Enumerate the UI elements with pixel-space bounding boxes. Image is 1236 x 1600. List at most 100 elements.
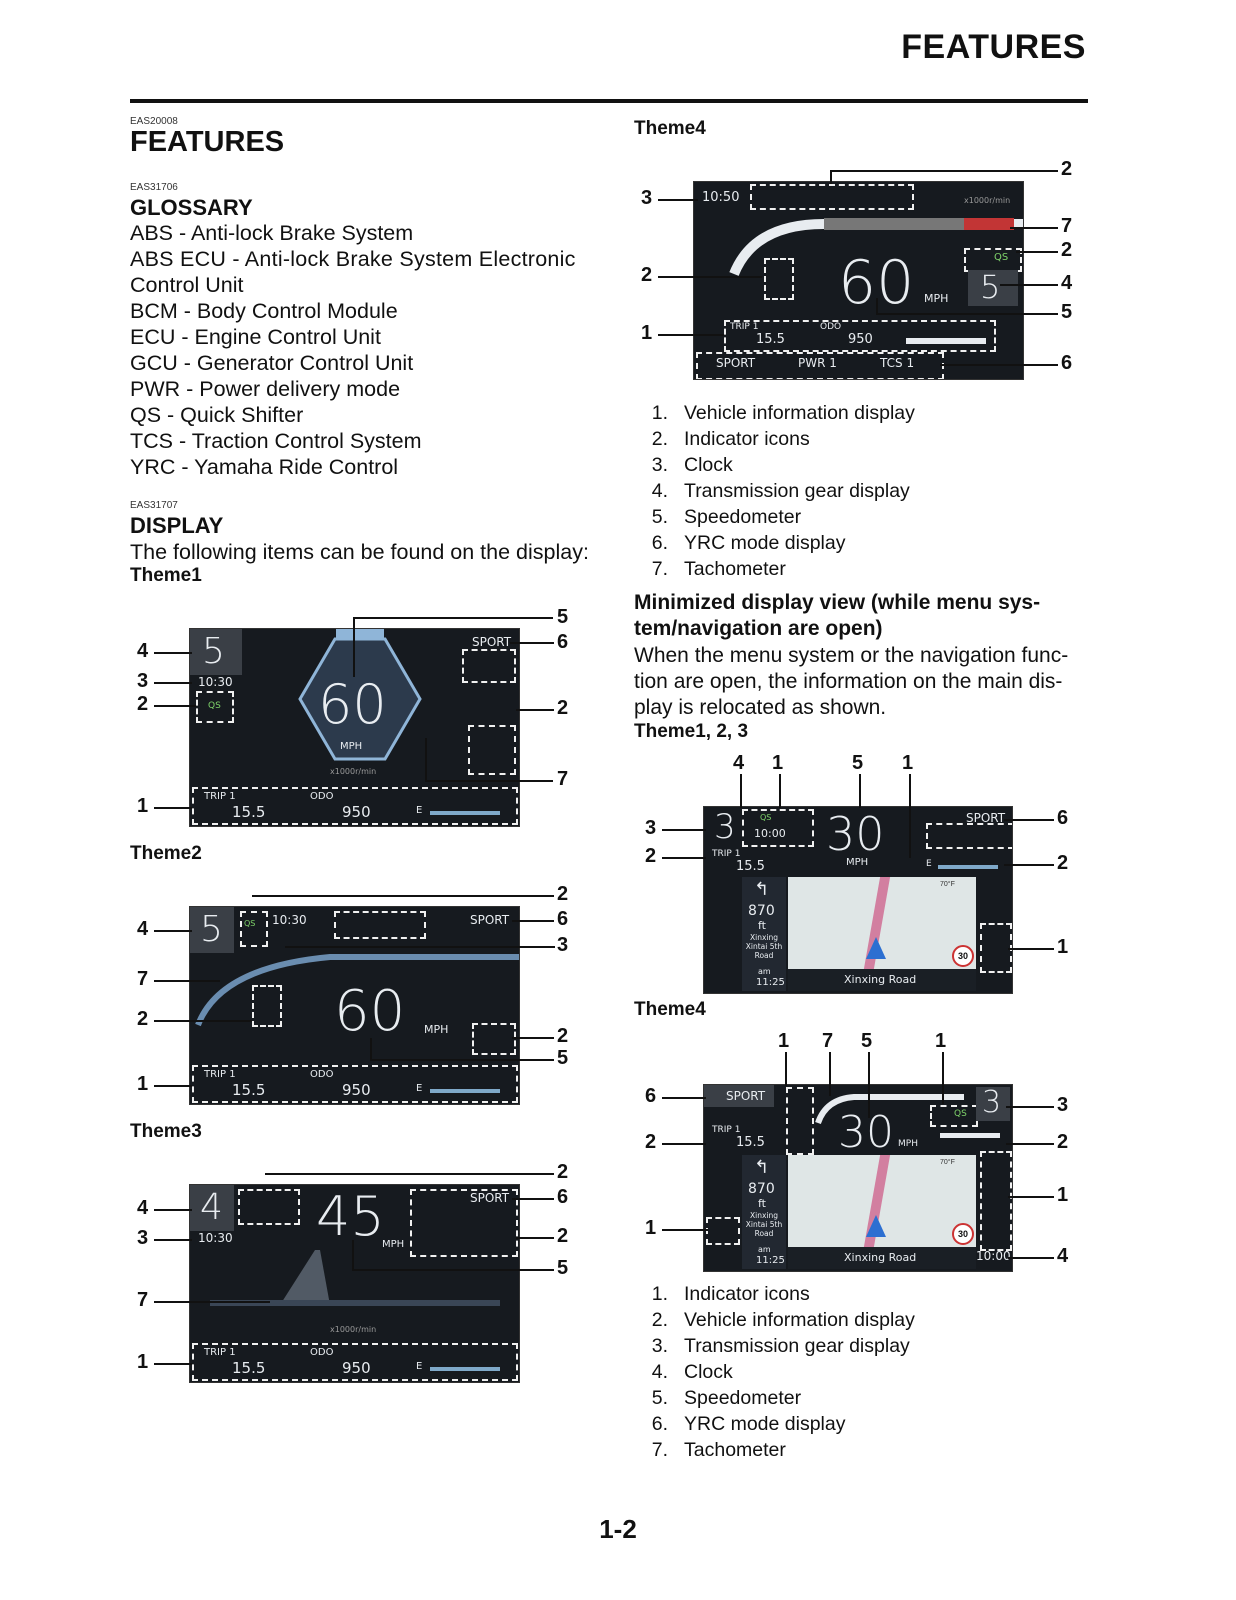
qs-indicator: QS [954,1109,967,1119]
indicator-box-left [786,1087,814,1155]
callout-2: 2 [557,1025,569,1047]
callout-4: 4 [137,640,149,662]
vehicle-info-box [192,1343,518,1381]
theme4-label: Theme4 [634,118,706,139]
road-bar [788,969,976,991]
trip-value: 15.5 [232,803,266,821]
callout-4: 4 [1057,1245,1069,1267]
callout-1: 1 [1057,1184,1069,1206]
indicator-box-top [334,911,426,939]
callout-5: 5 [557,606,569,628]
nav-am: am [758,967,771,976]
indicator-box-left [252,985,282,1027]
callout-2: 2 [557,883,569,905]
trip-label: TRIP 1 [204,1347,236,1358]
nav-arrival-time: 11:25 [756,1255,785,1266]
weather-temp: 70°F [940,881,955,888]
road-bar [788,1247,976,1269]
tacho-arc [729,219,1023,277]
theme4-display: 10:50 x1000r/min 60 MPH QS 5 TRIP 1 15.5… [693,181,1024,380]
indicator-box-left [238,1189,300,1225]
gear-box [190,629,242,675]
turn-left-icon: ↰ [754,879,770,900]
speed-unit: MPH [340,741,363,752]
speed-limit-sign: 30 [952,945,974,967]
trip-value: 15.5 [232,1081,266,1099]
current-road: Xinxing Road [844,1251,917,1264]
glossary-list: ABS - Anti-lock Brake System ABS ECU - A… [130,220,580,480]
qs-indicator: QS [760,813,772,822]
glossary-item: BCM - Body Control Module [130,299,398,323]
odo-label: ODO [310,791,334,802]
theme1-label: Theme1 [130,565,202,586]
navigation-map[interactable]: 30 70°F [788,877,976,969]
theme1-display: 5 10:30 QS 60 MPH x1000r/min SPORT TRIP … [189,628,520,827]
header-rule [130,99,1088,103]
trip-label: TRIP 1 [712,849,741,859]
legend-item: 7.Tachometer [651,1439,786,1461]
fuel-e: E [416,1083,423,1094]
callout-1: 1 [902,752,914,774]
odo-value: 950 [342,1081,371,1099]
fuel-gauge [430,1367,500,1371]
tacho-sweep [815,1094,964,1125]
glossary-item: PWR - Power delivery mode [130,377,401,401]
callout-1: 1 [772,752,784,774]
indicator-box-right [926,823,1012,849]
glossary-item: GCU - Generator Control Unit [130,351,414,375]
speedometer: 30 [838,1107,894,1158]
callout-2: 2 [641,264,653,286]
callout-2: 2 [1061,239,1073,261]
vehicle-info-box [724,320,996,352]
section-title: FEATURES [130,126,285,158]
callout-6: 6 [1057,807,1069,829]
speed-limit-sign: 30 [952,1223,974,1245]
odo-value: 950 [342,803,371,821]
callout-6: 6 [645,1085,657,1107]
speedometer: 60 [318,673,387,736]
callout-1: 1 [935,1030,947,1052]
speed-unit: MPH [924,292,949,305]
callout-7: 7 [137,968,149,990]
nav-am: am [758,1245,771,1254]
navigation-map[interactable]: 30 70°F [788,1155,976,1247]
page-number: 1-2 [599,1514,637,1544]
callout-5: 5 [1061,301,1073,323]
odo-value: 950 [848,332,873,347]
glossary-item: ABS ECU - Anti-lock Brake System Electro… [130,247,576,271]
tacho-sweep [195,954,519,1027]
theme2-display: 5 10:30 QS SPORT 60 MPH TRIP 1 15.5 ODO … [189,906,520,1105]
legend-item: 4.Transmission gear display [651,480,910,502]
gear-indicator: 3 [714,807,736,847]
clock: 10:00 [754,827,786,840]
glossary-item: TCS - Traction Control System [130,429,422,453]
indicator-box-bottom-left [706,1217,740,1245]
current-road: Xinxing Road [844,973,917,986]
indicator-box-right [472,1023,516,1055]
speedometer: 45 [316,1185,385,1248]
gear-box [968,270,1018,306]
callout-2: 2 [557,697,569,719]
callout-2: 2 [557,1225,569,1247]
legend-item: 3.Transmission gear display [651,1335,910,1357]
theme3-label: Theme3 [130,1121,202,1142]
speed-unit: MPH [846,857,869,868]
legend-item: 1.Vehicle information display [651,402,915,424]
nav-street: Xinxing Xintai 5th Road [745,1211,783,1238]
theme4b-label: Theme4 [634,999,706,1020]
callout-5: 5 [861,1030,873,1052]
trip-value: 15.5 [232,1359,266,1377]
legend-item: 5.Speedometer [651,1387,802,1409]
indicator-box-right [410,1189,518,1257]
callout-4: 4 [733,752,745,774]
gear-box [190,1185,234,1231]
legend-item: 7.Tachometer [651,558,786,580]
nav-street: Xinxing Xintai 5th Road [745,933,783,960]
callout-7: 7 [1061,215,1073,237]
callout-1: 1 [645,1217,657,1239]
callout-2: 2 [137,1008,149,1030]
tacho-unit: x1000r/min [330,767,377,776]
yrc-mode: SPORT [716,356,756,370]
glossary-item: YRC - Yamaha Ride Control [130,455,399,479]
nav-distance: 870 [748,903,775,919]
